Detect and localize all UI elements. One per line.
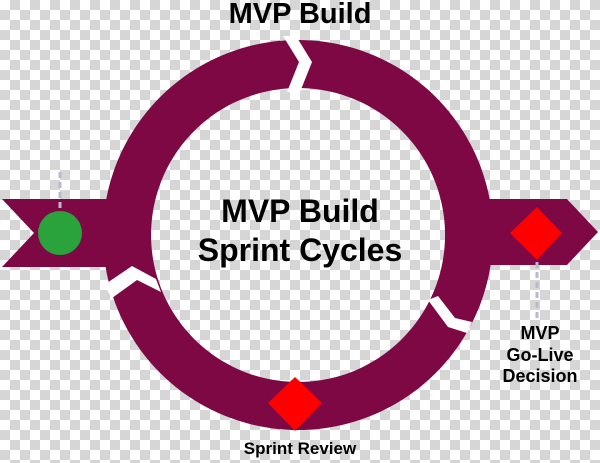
sprint-review-label: Sprint Review: [243, 439, 357, 458]
center-title: MVP Build Sprint Cycles: [170, 192, 430, 270]
ring-gap-right: [428, 296, 472, 333]
start-circle-icon[interactable]: [38, 211, 82, 255]
ring-gap-top: [283, 36, 312, 92]
ring-gap-left: [104, 266, 161, 298]
golive-label: MVP Go-Live Decision: [485, 323, 595, 388]
golive-label-line-3: Decision: [502, 366, 578, 387]
center-title-line-1: MVP Build: [221, 193, 379, 229]
center-title-line-2: Sprint Cycles: [197, 232, 403, 269]
top-label: MVP Build: [228, 0, 372, 30]
golive-diamond-icon[interactable]: [510, 207, 562, 260]
sprint-review-diamond-icon[interactable]: [268, 377, 322, 431]
golive-label-line-2: Go-Live: [506, 344, 574, 365]
golive-label-line-1: MVP: [520, 323, 560, 343]
